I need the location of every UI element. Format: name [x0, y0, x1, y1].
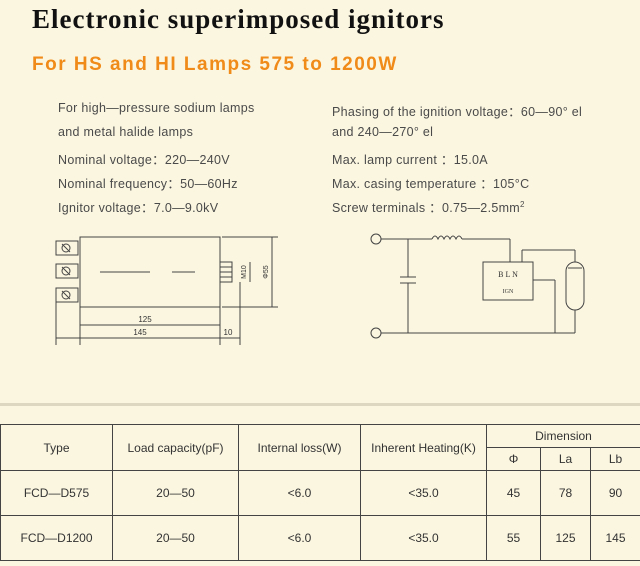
- dim-125-label: 125: [138, 315, 152, 324]
- cell-lb: 90: [590, 470, 640, 516]
- spec-left-2: and metal halide lamps: [58, 125, 194, 139]
- col-header-lb: Lb: [590, 447, 640, 471]
- input-terminal-top: [370, 233, 382, 245]
- spec-right-2: and 240—270° el: [332, 125, 434, 139]
- cell-heating: <35.0: [360, 470, 487, 516]
- spec-left-4: Nominal frequency：50—60Hz: [58, 177, 238, 191]
- dim-145-label: 145: [133, 328, 147, 337]
- ignitor-box-label: B L N: [498, 270, 518, 279]
- cell-load: 20—50: [112, 515, 239, 561]
- col-header-dimension: Dimension: [486, 424, 640, 448]
- dim-m10-label: M10: [241, 265, 248, 279]
- terminal-bottom: [55, 287, 79, 303]
- spec-left-5: Ignitor voltage：7.0—9.0kV: [58, 201, 219, 215]
- inductor-coil-icon: [431, 235, 463, 241]
- spec-right-5: Screw terminals ：0.75—2.5mm2: [332, 199, 525, 215]
- col-header-loss: Internal loss(W): [238, 424, 361, 471]
- cell-heating: <35.0: [360, 515, 487, 561]
- col-header-la: La: [540, 447, 591, 471]
- terminal-top: [55, 240, 79, 256]
- spec-right-1: Phasing of the ignition voltage：60—90° e…: [332, 105, 583, 119]
- ignitor-box-sublabel: IGN: [503, 289, 514, 295]
- ignitor-box: [482, 261, 534, 301]
- cell-la: 78: [540, 470, 591, 516]
- table-row: FCD—D1200 20—50 <6.0 <35.0 55 125 145: [0, 515, 640, 561]
- col-header-load: Load capacity(pF): [112, 424, 239, 471]
- page-subtitle: For HS and HI Lamps 575 to 1200W: [32, 54, 398, 75]
- col-header-type: Type: [0, 424, 113, 471]
- cell-type: FCD—D575: [0, 470, 113, 516]
- cell-load: 20—50: [112, 470, 239, 516]
- table-row: FCD—D575 20—50 <6.0 <35.0 45 78 90: [0, 470, 640, 516]
- cell-loss: <6.0: [238, 515, 361, 561]
- input-terminal-bottom: [370, 327, 382, 339]
- spec-table: Type Load capacity(pF) Internal loss(W) …: [0, 424, 640, 561]
- spec-left-3: Nominal voltage：220—240V: [58, 153, 230, 167]
- col-header-phi: Φ: [486, 447, 541, 471]
- lamp-icon: [565, 261, 585, 311]
- cell-phi: 45: [486, 470, 541, 516]
- dim-55-label: Φ55: [263, 265, 270, 278]
- spec-right-4: Max. casing temperature ：105°C: [332, 177, 530, 191]
- ignitor-drawing-figure: 125 145 10 M10 Φ55 B L N IGN: [55, 233, 585, 345]
- terminal-mid: [55, 263, 79, 279]
- col-header-heating: Inherent Heating(K): [360, 424, 487, 471]
- spec-right-3: Max. lamp current ：15.0A: [332, 153, 488, 167]
- page-title: Electronic superimposed ignitors: [32, 4, 445, 34]
- section-divider: [0, 403, 640, 406]
- cell-lb: 145: [590, 515, 640, 561]
- dim-10-label: 10: [224, 328, 233, 337]
- spec-left-1: For high—pressure sodium lamps: [58, 101, 255, 115]
- cell-phi: 55: [486, 515, 541, 561]
- cell-loss: <6.0: [238, 470, 361, 516]
- cell-type: FCD—D1200: [0, 515, 113, 561]
- cell-la: 125: [540, 515, 591, 561]
- circuit-diagram: [370, 233, 585, 339]
